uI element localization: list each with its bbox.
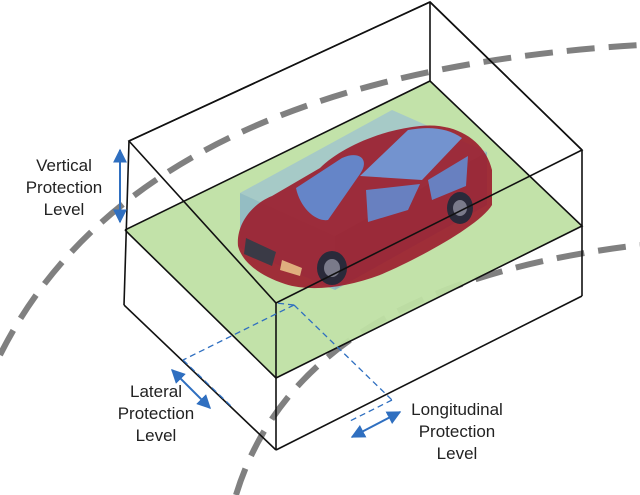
lateral-protection-arrow — [171, 369, 211, 409]
vertical-protection-level-label: Vertical Protection Level — [25, 156, 103, 219]
longitudinal-protection-arrow — [350, 411, 402, 438]
box-front-edges — [123, 1, 584, 451]
lateral-protection-level-label: Lateral Protection Level — [117, 382, 195, 445]
road-boundary-outer — [0, 42, 640, 357]
longitudinal-protection-level-label: Longitudinal Protection Level — [411, 400, 503, 463]
vehicle-illustration — [237, 125, 492, 289]
